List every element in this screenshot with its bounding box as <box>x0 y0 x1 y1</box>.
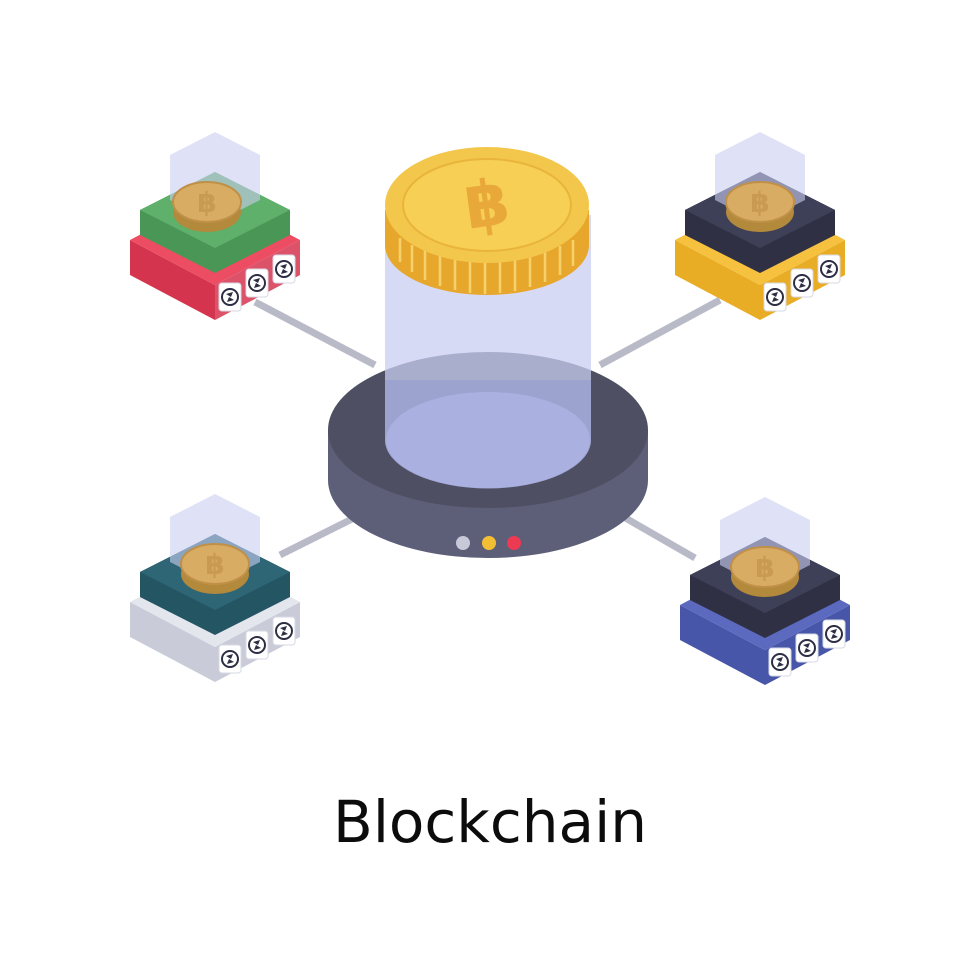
central-hub: ฿ <box>328 147 648 558</box>
svg-text:฿: ฿ <box>460 165 514 244</box>
caption-title: Blockchain <box>333 788 647 856</box>
status-light-red <box>507 536 521 550</box>
bitcoin-coin-icon: ฿ <box>385 147 589 295</box>
mining-node-top-left: ฿ <box>130 132 300 320</box>
connector-lines <box>253 296 722 562</box>
svg-text:฿: ฿ <box>197 186 216 219</box>
mining-node-bottom-right: ฿ <box>680 497 850 685</box>
svg-text:฿: ฿ <box>750 186 769 219</box>
status-light-yellow <box>482 536 496 550</box>
mining-node-top-right: ฿ <box>675 132 845 320</box>
connector-bottom-right <box>613 508 697 562</box>
connector-top-right <box>598 296 722 369</box>
mining-node-bottom-left: ฿ <box>130 494 300 682</box>
svg-text:฿: ฿ <box>755 551 774 584</box>
connector-top-left <box>253 298 377 369</box>
status-light-gray <box>456 536 470 550</box>
status-lights <box>456 536 521 550</box>
svg-text:฿: ฿ <box>205 548 224 581</box>
